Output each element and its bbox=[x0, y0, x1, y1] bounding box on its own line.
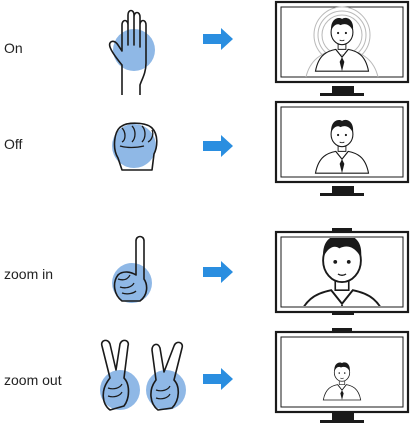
two-peace-sign-hands-icon bbox=[94, 339, 194, 424]
arrow-icon bbox=[203, 368, 233, 392]
monitor-display-on bbox=[274, 0, 410, 100]
arrow-icon bbox=[203, 261, 233, 285]
arrow-icon bbox=[203, 135, 233, 159]
gesture-label: zoom in bbox=[4, 266, 54, 282]
gesture-label: zoom out bbox=[4, 372, 62, 388]
gesture-label: Off bbox=[4, 136, 23, 152]
index-finger-up-hand-icon bbox=[108, 235, 168, 307]
monitor-display-off bbox=[274, 100, 410, 200]
fist-hand-icon bbox=[108, 118, 168, 180]
monitor-display-zoom-out bbox=[274, 328, 410, 426]
gesture-label: On bbox=[4, 40, 23, 56]
open-palm-hand-icon bbox=[100, 5, 170, 103]
arrow-icon bbox=[203, 28, 233, 52]
monitor-display-zoom-in bbox=[274, 228, 410, 326]
